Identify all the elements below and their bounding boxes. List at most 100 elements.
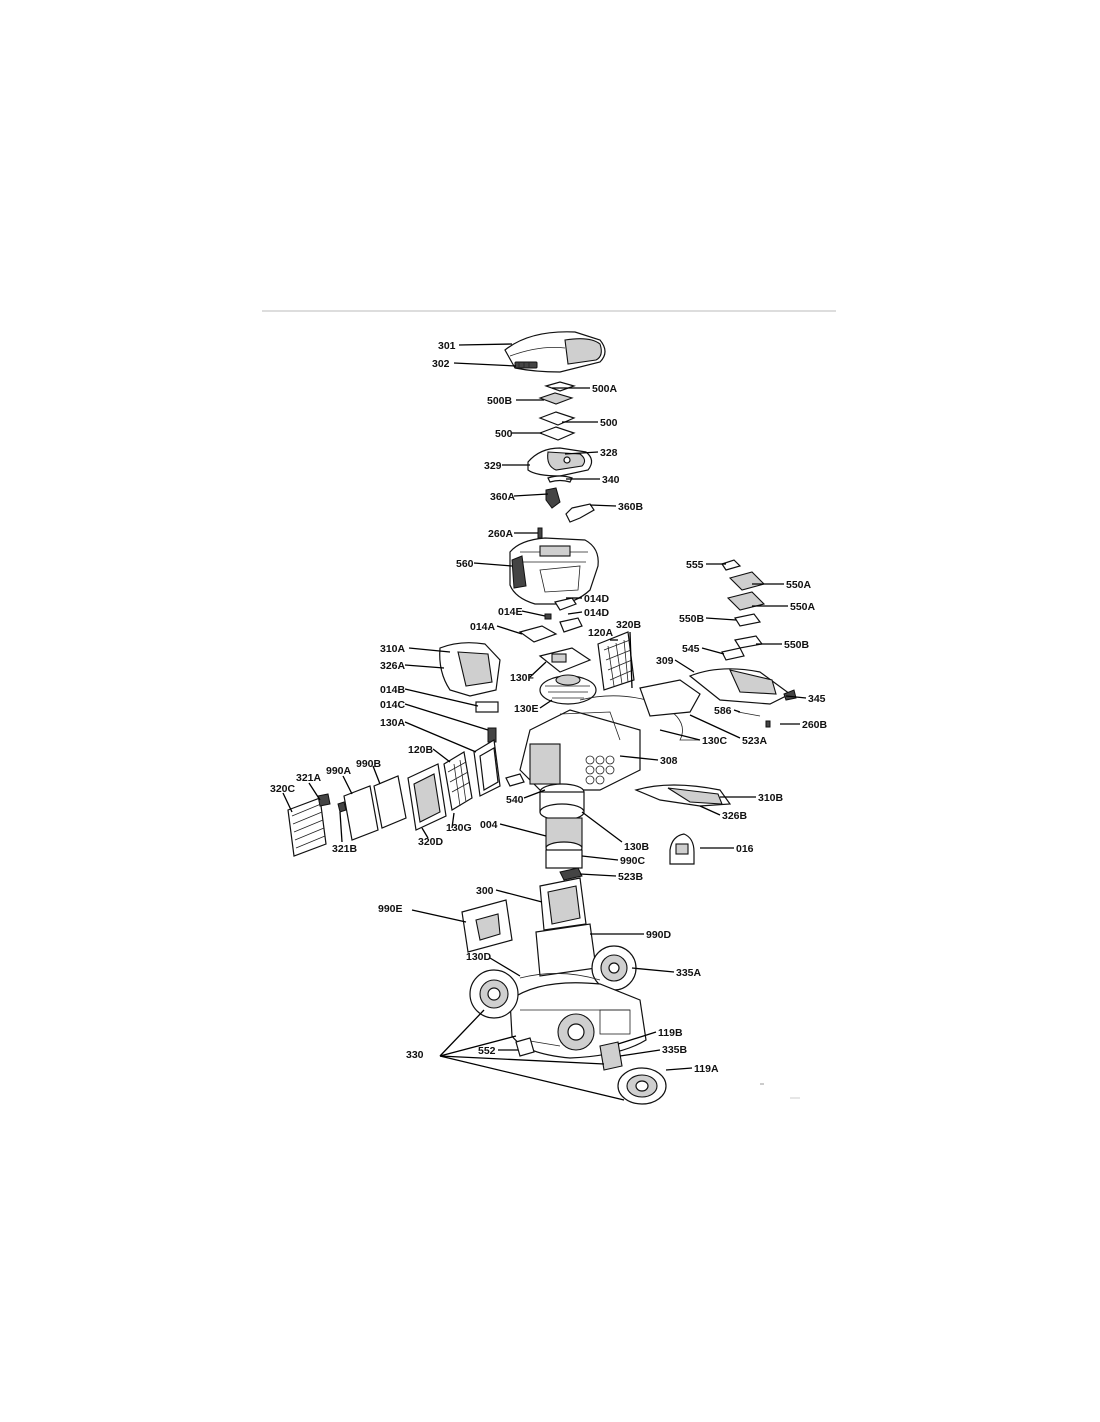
part-label-500a: 500A — [592, 383, 618, 395]
part-550B-upper — [734, 613, 762, 627]
dust-bag-990D — [535, 923, 597, 977]
cover-309 — [688, 668, 792, 705]
part-label-310a: 310A — [380, 643, 406, 655]
exhaust-grille-320C — [287, 793, 331, 857]
part-label-016: 016 — [736, 843, 754, 855]
side-cover-310B — [634, 784, 732, 807]
part-label-320b: 320B — [616, 619, 642, 631]
part-label-301: 301 — [438, 340, 456, 352]
part-550B-lower — [734, 635, 764, 649]
filter-grid-320B — [597, 631, 635, 691]
part-014C — [487, 727, 497, 743]
part-label-320c: 320C — [270, 783, 296, 795]
connector-523B — [559, 867, 583, 881]
filter-pad-990A — [343, 785, 379, 841]
part-label-320d: 320D — [418, 836, 444, 848]
part-label-004: 004 — [480, 819, 498, 831]
cover-grille-302 — [514, 361, 538, 369]
filter-cover-329 — [527, 447, 593, 477]
part-label-545: 545 — [682, 643, 700, 655]
caster-119B — [599, 1041, 623, 1071]
part-label-130a: 130A — [380, 717, 406, 729]
part-label-014d1: 014D — [584, 593, 610, 605]
bag-frame-990E — [461, 899, 513, 953]
wheel-housing-335A — [591, 945, 637, 991]
part-label-345: 345 — [808, 693, 826, 705]
clip-545 — [721, 647, 745, 661]
part-label-500r: 500 — [600, 417, 618, 429]
part-label-321b: 321B — [332, 843, 358, 855]
clip-321B — [337, 801, 347, 813]
part-label-130e: 130E — [514, 703, 539, 715]
part-label-990b: 990B — [356, 758, 382, 770]
part-label-120b: 120B — [408, 744, 434, 756]
part-label-130g: 130G — [446, 822, 472, 834]
part-345 — [783, 689, 797, 701]
wheel-330-left — [469, 969, 519, 1019]
pin-260A — [537, 527, 543, 539]
plate-500B — [538, 392, 574, 405]
part-label-130c: 130C — [702, 735, 728, 747]
part-label-260b: 260B — [802, 719, 828, 731]
part-label-326a: 326A — [380, 660, 406, 672]
part-label-990a: 990A — [326, 765, 352, 777]
clip-340 — [547, 475, 573, 483]
part-label-335b: 335B — [662, 1044, 688, 1056]
fan-130E — [539, 674, 597, 705]
part-label-130d: 130D — [466, 951, 492, 963]
part-550A-upper — [728, 571, 766, 591]
side-cover-326A — [439, 642, 501, 697]
part-label-119a: 119A — [694, 1063, 719, 1075]
part-label-560: 560 — [456, 558, 474, 570]
filter-120B — [443, 751, 473, 811]
part-label-360b: 360B — [618, 501, 644, 513]
part-label-302: 302 — [432, 358, 450, 370]
part-label-550b2: 550B — [784, 639, 810, 651]
switch-014D-lower — [559, 617, 583, 633]
part-label-014e: 014E — [498, 606, 523, 618]
seal-130D — [519, 973, 601, 981]
latch-360B — [565, 503, 595, 523]
wheel-119A — [617, 1067, 667, 1105]
part-014B — [475, 701, 499, 713]
part-label-523a: 523A — [742, 735, 768, 747]
part-label-340: 340 — [602, 474, 620, 486]
part-552 — [515, 1037, 535, 1057]
part-label-500b: 500B — [487, 395, 513, 407]
leader-lines — [282, 343, 807, 1101]
part-label-321a: 321A — [296, 772, 322, 784]
part-label-550b1: 550B — [679, 613, 705, 625]
part-label-500l: 500 — [495, 428, 513, 440]
part-label-260a: 260A — [488, 528, 514, 540]
board-014A — [518, 625, 558, 643]
part-label-328: 328 — [600, 447, 618, 459]
part-label-014a: 014A — [470, 621, 496, 633]
plate-500-left — [538, 426, 576, 441]
part-550A-lower — [726, 591, 766, 611]
pin-260B — [765, 720, 771, 728]
part-label-550a1: 550A — [786, 579, 812, 591]
part-label-329: 329 — [484, 460, 502, 472]
part-016 — [669, 833, 695, 865]
latch-360A — [545, 487, 561, 509]
part-label-990e: 990E — [378, 903, 403, 915]
chassis-base — [509, 982, 647, 1059]
part-555 — [721, 559, 742, 571]
part-label-990d: 990D — [646, 929, 672, 941]
motor-004 — [539, 783, 585, 869]
part-label-308: 308 — [660, 755, 678, 767]
part-label-014d2: 014D — [584, 607, 610, 619]
part-label-586: 586 — [714, 705, 732, 717]
part-label-120a: 120A — [588, 627, 614, 639]
part-label-555: 555 — [686, 559, 704, 571]
part-label-552: 552 — [478, 1045, 496, 1057]
part-labels: 301302500A500B500500328329340360A360B260… — [270, 340, 828, 1075]
filter-130A — [473, 739, 501, 797]
part-label-014b: 014B — [380, 684, 406, 696]
switch-014D-upper — [554, 597, 577, 611]
upper-body-560 — [509, 537, 599, 605]
plate-500-right — [538, 411, 576, 426]
hose-523A — [639, 679, 701, 717]
part-label-330: 330 — [406, 1049, 424, 1061]
